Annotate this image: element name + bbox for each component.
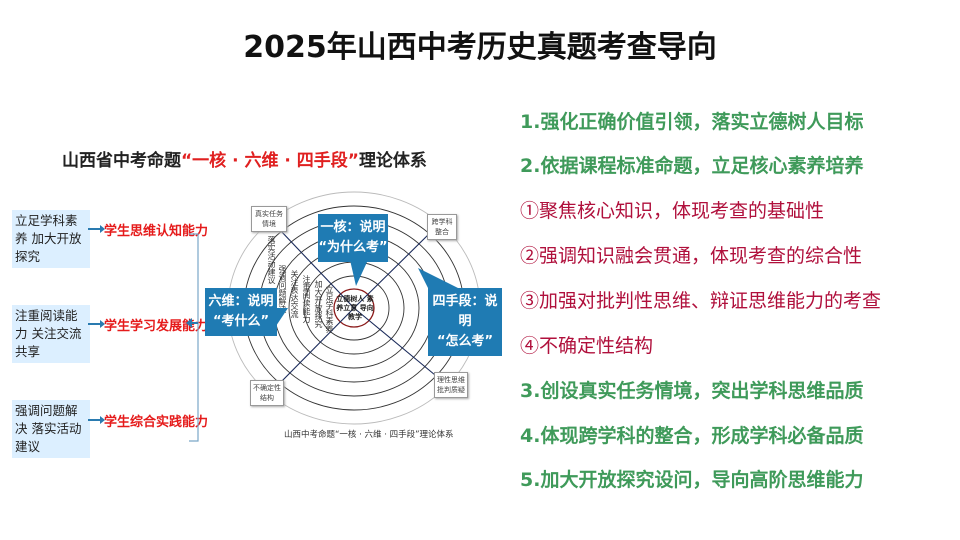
corner-box-bottom-right: 理性思维批判质疑 — [434, 372, 468, 398]
corner-box-top-left: 真实任务情境 — [251, 206, 287, 232]
callout-six-line: “考什么” — [212, 314, 270, 329]
corner-box-top-right: 跨学科整合 — [427, 214, 457, 240]
callout-core-line: 一核：说明 — [320, 220, 386, 235]
point-2-sub-2: ②强调知识融会贯通，体现考查的综合性 — [520, 245, 863, 267]
left-box-2: 注重阅读能力 关注交流共享 — [12, 305, 90, 363]
left-box-1: 立足学科素养 加大开放探究 — [12, 210, 90, 268]
diagram-heading: 山西省中考命题“一核 · 六维 · 四手段”理论体系 — [62, 146, 427, 171]
callout-four: 四手段：说明 “怎么考” — [428, 288, 502, 356]
slide-title: 2025年山西中考历史真题考查导向 — [243, 30, 717, 65]
point-2-sub-3: ③加强对批判性思维、辩证思维能力的考查 — [520, 290, 882, 312]
callout-four-line: 四手段：说明 — [432, 294, 498, 329]
diagram-caption: 山西中考命题“一核 · 六维 · 四手段”理论体系 — [284, 430, 454, 440]
point-4: 4.体现跨学科的整合，形成学科必备品质 — [520, 425, 864, 447]
bracket — [186, 233, 199, 442]
center-label: 立德树人 素养立意 导向教学 — [336, 295, 374, 321]
callout-four-line: “怎么考” — [436, 334, 494, 349]
point-5: 5.加大开放探究设问，导向高阶思维能力 — [520, 469, 864, 491]
callout-pointer — [350, 260, 368, 286]
arrow-icon — [88, 320, 105, 328]
ring-label: 落实活动建议 — [267, 236, 276, 284]
left-box-3: 强调问题解决 落实活动建议 — [12, 400, 90, 458]
point-1: 1.强化正确价值引领，落实立德树人目标 — [520, 111, 864, 133]
callout-six: 六维：说明 “考什么” — [205, 288, 277, 336]
point-2-sub-4: ④不确定性结构 — [520, 335, 654, 357]
callout-pointer — [276, 308, 288, 326]
point-3: 3.创设真实任务情境，突出学科思维品质 — [520, 380, 864, 402]
ability-label-2: 学生学习发展能力 — [104, 319, 209, 334]
callout-six-line: 六维：说明 — [208, 294, 274, 309]
arrow-icon — [88, 225, 105, 233]
ring-label: 加大开放探究 — [314, 280, 323, 328]
callout-pointer — [418, 268, 458, 288]
callout-core-line: “为什么考” — [318, 240, 388, 255]
ring-label: 立足学科素养 — [325, 285, 334, 333]
ability-label-3: 学生综合实践能力 — [104, 415, 209, 430]
heading-prefix: 山西省中考命题 — [62, 151, 181, 171]
point-2: 2.依据课程标准命题，立足核心素养培养 — [520, 155, 864, 177]
ring-label: 注重阅读能力 — [302, 275, 311, 323]
ability-label-1: 学生思维认知能力 — [104, 224, 209, 239]
ring-label: 强调问题解决 — [278, 265, 287, 313]
callout-core: 一核：说明 “为什么考” — [318, 214, 388, 262]
ring-label: 关注表达交流 — [290, 270, 299, 318]
corner-box-bottom-left: 不确定性结构 — [250, 380, 284, 406]
heading-suffix: 理论体系 — [358, 151, 427, 171]
arrow-icon — [88, 416, 105, 424]
point-2-sub-1: ①聚焦核心知识，体现考查的基础性 — [520, 200, 825, 222]
heading-highlight: “一核 · 六维 · 四手段” — [181, 151, 359, 171]
